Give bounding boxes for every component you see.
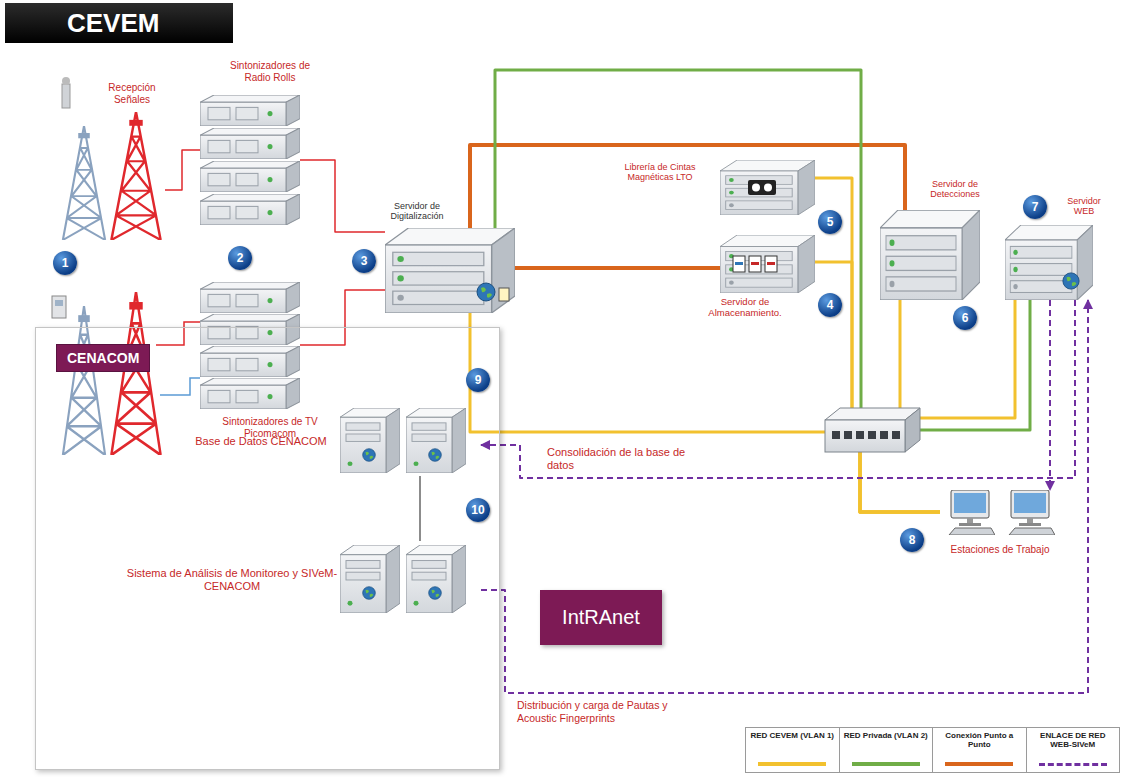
tower-symbol	[63, 306, 105, 455]
signal-wire	[156, 322, 200, 395]
server-picture	[1005, 225, 1093, 300]
node-label: Estaciones de Trabajo	[935, 544, 1065, 556]
tuner-rack	[200, 95, 300, 225]
detection-server: Servidor de Detecciones	[880, 210, 980, 300]
legend-item: RED CEVEM (VLAN 1)	[746, 728, 839, 772]
workstation-picture	[1009, 490, 1055, 535]
connector	[300, 290, 385, 345]
callout-number: 6	[953, 306, 977, 330]
connector	[481, 300, 1088, 693]
legend-swatch	[1039, 763, 1107, 766]
connector	[860, 300, 1015, 512]
server-picture	[880, 210, 980, 300]
callout-number: 8	[900, 528, 924, 552]
antenna-icon	[62, 77, 70, 108]
database-servers: Base de Datos CENACOM	[181, 406, 481, 476]
connector	[300, 160, 385, 232]
legend-text: RED CEVEM (VLAN 1)	[750, 732, 834, 741]
storage-server: Servidor de Almacenamiento.	[720, 235, 815, 293]
server-picture	[340, 408, 466, 473]
tape-library: Librería de Cintas Magnéticas LTO	[720, 160, 815, 215]
legend-swatch	[758, 762, 826, 766]
server-picture	[340, 545, 466, 613]
callout-number: 9	[466, 368, 490, 392]
callout-number: 4	[818, 293, 842, 317]
node-label: Sintonizadores de Radio Rolls	[218, 60, 322, 83]
connector	[1049, 300, 1051, 490]
network-switch	[825, 408, 920, 452]
connector	[495, 70, 1030, 430]
connector	[860, 300, 940, 512]
edge-label: Distribución y carga de Pautas y Acousti…	[515, 699, 709, 725]
node-label: Sistema de Análisis de Monitoreo y SIVeM…	[126, 567, 338, 592]
digitizing-server: Servidor de Digitalización	[385, 228, 515, 313]
antenna-towers: Recepción Señales	[55, 112, 165, 240]
analysis-servers: Sistema de Análisis de Monitoreo y SIVeM…	[121, 541, 481, 619]
node-label: Servidor de Detecciones	[922, 179, 988, 200]
node-label: Servidor WEB	[1059, 196, 1109, 217]
callout-number: 7	[1023, 195, 1047, 219]
turnstile-icon	[52, 296, 66, 318]
connector	[470, 313, 940, 512]
node-label: Recepción Señales	[99, 82, 165, 105]
callout-number: 1	[53, 251, 77, 275]
callout-number: 10	[466, 498, 490, 522]
web-server: Servidor WEB	[1005, 225, 1093, 300]
callout-number: 2	[228, 246, 252, 270]
connector	[419, 476, 421, 541]
legend-item: ENLACE DE RED WEB-SIVeM	[1026, 728, 1120, 772]
tower-symbol	[63, 126, 105, 240]
tuner-rack	[200, 282, 300, 409]
legend-swatch	[945, 762, 1013, 766]
workstation-picture	[949, 490, 995, 535]
tv-tuner-rack: Sintonizadores de TV Picomacom	[200, 282, 300, 410]
legend-item: Conexión Punto a Punto	[932, 728, 1026, 772]
node-label: IntRAnet	[562, 606, 640, 629]
connector	[515, 266, 720, 270]
node-label: Servidor de Digitalización	[380, 201, 454, 222]
storage-picture	[720, 235, 815, 293]
legend-text: RED Privada (VLAN 2)	[844, 732, 928, 741]
legend-text: Conexión Punto a Punto	[937, 732, 1022, 750]
radio-tuner-rack: Sintonizadores de Radio Rolls	[200, 95, 300, 225]
connector	[165, 150, 200, 190]
server-picture	[385, 228, 515, 313]
title-banner: CEVEM	[5, 3, 233, 43]
region-heading: CENACOM	[56, 344, 150, 372]
legend-item: RED Privada (VLAN 2)	[839, 728, 933, 772]
node-label: Librería de Cintas Magnéticas LTO	[606, 162, 714, 183]
tape-library-picture	[720, 160, 815, 215]
callout-number: 3	[352, 249, 376, 273]
callout-number: 5	[818, 210, 842, 234]
tower-symbol	[111, 292, 160, 455]
node-label: Servidor de Almacenamiento.	[688, 297, 802, 319]
legend-text: ENLACE DE RED WEB-SIVeM	[1031, 732, 1116, 750]
edge-label: Consolidación de la base de datos	[545, 446, 689, 472]
intranet-box: IntRAnet	[540, 590, 662, 645]
node-label: Base de Datos CENACOM	[186, 435, 336, 448]
tower-symbol	[111, 112, 160, 240]
connector	[481, 300, 1075, 478]
legend: RED CEVEM (VLAN 1) RED Privada (VLAN 2) Co…	[745, 727, 1120, 773]
legend-swatch	[852, 762, 920, 766]
cenacom-region: CENACOM Base de Datos CENACOM Sistema de A…	[35, 327, 500, 770]
workstations: Estaciones de Trabajo	[940, 490, 1060, 540]
